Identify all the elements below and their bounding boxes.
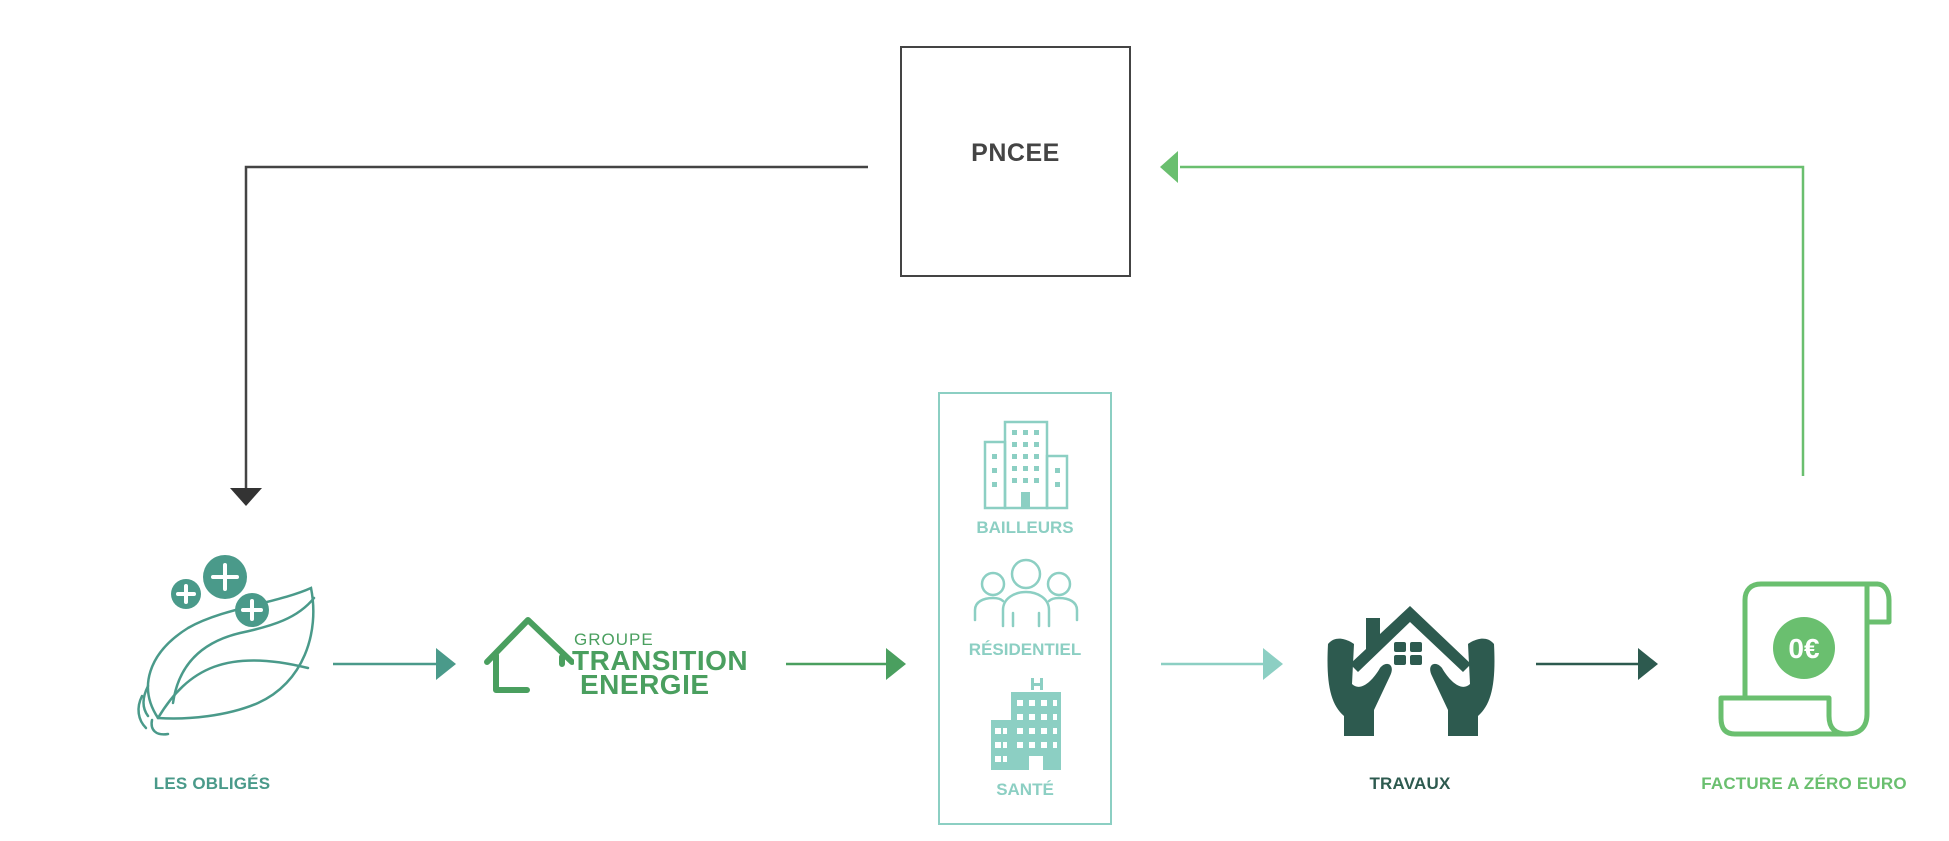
arrowhead-beneficiaries bbox=[886, 648, 906, 680]
arrowhead-travaux bbox=[1263, 648, 1283, 680]
connector-pncee-to-obliges bbox=[244, 165, 868, 488]
arrowhead-pncee bbox=[1160, 151, 1178, 183]
brand-logo: GROUPE TRANSITION ENERGIE bbox=[484, 612, 784, 702]
beneficiaries-box: BAILLEURS RÉSIDENTIEL SANTÉ bbox=[938, 392, 1112, 825]
people-icon bbox=[973, 558, 1079, 628]
invoice-scroll-icon: 0€ bbox=[1718, 581, 1892, 737]
beneficiary-label-bailleurs: BAILLEURS bbox=[976, 518, 1074, 537]
arrowhead-obliges bbox=[230, 488, 262, 506]
invoice-amount: 0€ bbox=[1788, 633, 1820, 664]
brand-text-small: GROUPE bbox=[574, 630, 654, 649]
beneficiary-label-residentiel: RÉSIDENTIEL bbox=[968, 640, 1082, 659]
lightbulb-leaf-icon bbox=[137, 555, 316, 736]
node-label-travaux: TRAVAUX bbox=[1369, 774, 1451, 793]
brand-text-line2: ENERGIE bbox=[580, 669, 710, 700]
node-label-obliges: LES OBLIGÉS bbox=[153, 774, 271, 793]
hospital-icon bbox=[991, 678, 1061, 770]
buildings-icon bbox=[983, 420, 1069, 510]
beneficiary-label-sante: SANTÉ bbox=[996, 780, 1054, 799]
house-logo-icon bbox=[484, 617, 574, 693]
brand-text-line1: TRANSITION bbox=[572, 645, 749, 676]
connector-facture-to-pncee bbox=[1180, 165, 1805, 476]
hands-house-icon bbox=[1327, 606, 1495, 736]
arrowhead-facture bbox=[1638, 648, 1658, 680]
pncee-box: PNCEE bbox=[900, 46, 1131, 277]
pncee-label: PNCEE bbox=[971, 139, 1060, 167]
node-label-facture: FACTURE A ZÉRO EURO bbox=[1701, 774, 1907, 793]
arrowhead-brand bbox=[436, 648, 456, 680]
